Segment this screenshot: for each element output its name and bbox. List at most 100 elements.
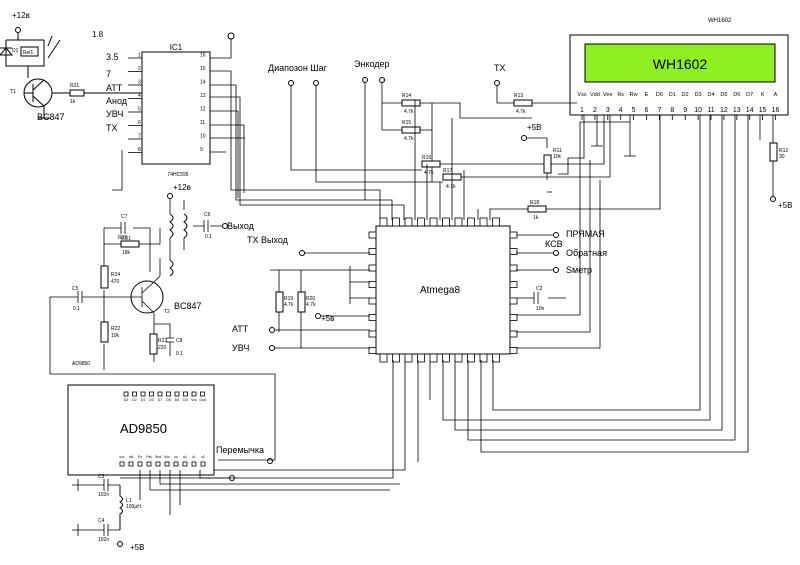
ic1-left-pin-number: 4 (138, 93, 141, 99)
ad9850-top-pin-name: Vcc (191, 398, 197, 402)
r19-name: R19 (284, 296, 293, 302)
r16-value: 4.7k (424, 170, 434, 176)
encoder-label: Энкодер (354, 59, 390, 69)
plus12v-top-terminal (15, 27, 21, 33)
atmega-left-pin (368, 297, 377, 305)
atmega-left-pin (368, 314, 377, 321)
ic1-right-pin-number: 16 (200, 53, 206, 59)
ic1-output-label: Анод (106, 96, 128, 106)
lcd-pin-name: Rw (630, 92, 638, 98)
atmega8-name: Atmega8 (420, 285, 460, 296)
ad9850-bottom-pin (182, 461, 188, 467)
ad9850-bottom-pin (191, 461, 197, 467)
tx-top-label: TX (494, 63, 506, 73)
l1-value: 100µH (126, 504, 141, 510)
relay-diode (0, 47, 14, 56)
r20-name: R20 (306, 296, 315, 302)
r13-value: 4.7k (516, 109, 526, 115)
c4-name: C4 (98, 518, 105, 524)
band-step-label: Диапозон Шаг (268, 63, 328, 73)
t2-part: BC847 (174, 301, 202, 311)
ad9850-bottom-pin (200, 461, 206, 467)
c2-value: 10n (536, 306, 545, 312)
jumper-label: Перемычка (216, 445, 264, 455)
ad9850-name: AD9850 (120, 421, 167, 436)
r18-name: R18 (530, 200, 539, 206)
lcd-pin-name: K (761, 92, 765, 98)
atmega-top-pin (392, 217, 400, 227)
uvch-label: УВЧ (232, 343, 249, 353)
ad9850-bottom-pin (119, 461, 125, 467)
lcd-pin-name: D3 (695, 92, 702, 98)
ad9850-module (67, 384, 215, 476)
lcd-pin-number: 10 (694, 107, 702, 114)
lcd-pin-name: Vdd (590, 92, 600, 98)
atmega-right-pin (509, 281, 518, 288)
r14-name: R14 (402, 93, 411, 99)
ic1-output-label: 3.5 (106, 52, 119, 62)
atmega-right-pin (509, 314, 518, 321)
transformer-secondary (183, 213, 188, 239)
r24-value: 470 (111, 279, 120, 285)
atmega-top-pin (442, 217, 450, 227)
relay-diode-name: D1 (12, 48, 19, 54)
c7-value: 0.01 (121, 236, 131, 242)
ad9850-bottom-pin-name: Rst (146, 455, 151, 459)
ad9850-top-pin (191, 391, 197, 397)
lcd-pin-number: 12 (720, 107, 728, 114)
atmega-bottom-pin (392, 353, 400, 363)
ad9850-top-pin (149, 391, 154, 397)
atmega-bottom-pin (429, 353, 438, 363)
relay-name: Rel1 (23, 50, 34, 56)
atmega-top-pin (417, 217, 425, 227)
r23-value: 220 (158, 345, 167, 351)
t1-part: BC847 (37, 112, 65, 122)
r24-resistor (100, 265, 109, 289)
r11-value: 10k (553, 154, 562, 160)
r24-name: R24 (111, 272, 120, 278)
ic1-output-label: УВЧ (106, 109, 123, 119)
ad9850-top-pin (157, 391, 163, 397)
r19-value: 4.7k (284, 302, 294, 308)
ic1-name: IC1 (170, 43, 183, 52)
atmega-top-pin (379, 217, 388, 227)
atmega-right-pin (509, 264, 518, 272)
r21-name: R21 (70, 83, 79, 89)
lcd-pin-name: D1 (669, 92, 676, 98)
atmega-right-pin (509, 248, 518, 255)
atmega-top-pin (404, 217, 413, 227)
lcd-pin-number: 9 (683, 107, 687, 114)
r14-value: 4.7k (404, 109, 414, 115)
lcd-pin-number: 14 (746, 107, 754, 114)
r22-name: R22 (111, 326, 120, 332)
c3-value: 102n (98, 492, 109, 498)
atmega-pin-group (368, 217, 518, 363)
r14-resistor (401, 99, 421, 107)
ad9850-bottom-pin (137, 461, 143, 467)
c3-name: C3 (98, 474, 105, 480)
r15-value: 4.7k (404, 136, 414, 142)
atmega-right-pin (509, 330, 518, 338)
lcd-pin-number: 11 (707, 107, 714, 114)
t1-name: T1 (10, 89, 16, 95)
lcd-pin-number: 6 (645, 107, 649, 114)
tx-output-label: TX Выход (247, 235, 289, 245)
r17-name: R17 (443, 168, 452, 174)
atmega-left-pin (368, 347, 377, 354)
ad9850-bottom-pin-name: clk (129, 455, 134, 459)
version-label: 1.8 (92, 30, 104, 39)
lcd-pin-number: 13 (733, 107, 741, 114)
lcd-pin-number: 15 (759, 107, 767, 114)
atmega-top-pin (467, 217, 475, 227)
r20-resistor (297, 291, 306, 313)
ad9850-bottom-pin (164, 461, 170, 467)
ic1-left-pin-number: 6 (138, 120, 141, 126)
lcd-pin-name: D4 (707, 92, 714, 98)
ic1-part: 74HC595 (167, 172, 188, 178)
c4-value: 102n (98, 537, 109, 543)
r15-name: R15 (402, 120, 411, 126)
ad9850-top-pin (140, 391, 146, 397)
ad9850-top-pin-name: D6 (166, 398, 171, 402)
